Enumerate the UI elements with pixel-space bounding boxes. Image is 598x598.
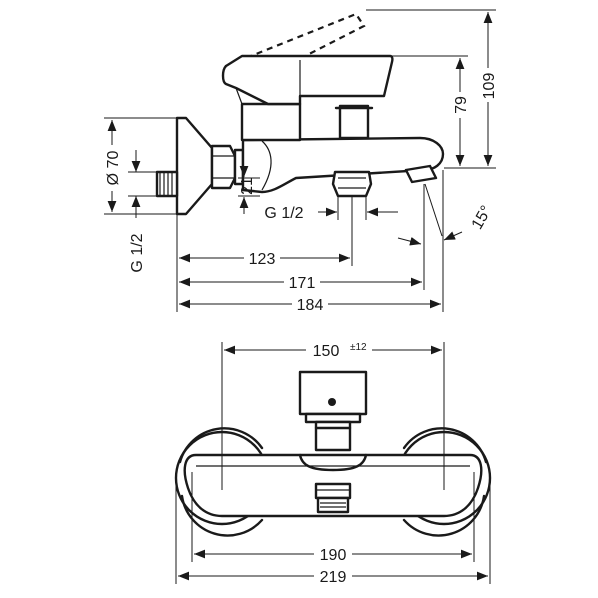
dim-190-label: 190 bbox=[320, 547, 347, 564]
aerator bbox=[404, 164, 438, 184]
dim-150-label: 150 bbox=[313, 343, 340, 360]
side-view bbox=[104, 9, 496, 312]
dim-angle-label: 15° bbox=[469, 203, 496, 232]
shower-outlet bbox=[331, 170, 373, 198]
wall-rosette bbox=[175, 116, 214, 216]
mixer-body bbox=[241, 136, 445, 194]
lever bbox=[221, 54, 394, 106]
dim-184-label: 184 bbox=[297, 297, 324, 314]
dim-g-half-left-label: G 1/2 bbox=[129, 233, 146, 272]
dim-123-label: 123 bbox=[249, 251, 276, 268]
dim-21-label: 21 bbox=[239, 177, 256, 195]
front-diverter bbox=[314, 420, 352, 452]
dim-171-label: 171 bbox=[289, 275, 316, 292]
thread-stub bbox=[155, 170, 179, 198]
dim-g-half-bottom-label: G 1/2 bbox=[264, 205, 303, 222]
front-lever bbox=[298, 370, 368, 416]
cartridge-column bbox=[240, 102, 302, 142]
dim-109-label: 109 bbox=[481, 73, 498, 100]
dim-79-label: 79 bbox=[453, 96, 470, 114]
front-view bbox=[174, 342, 492, 584]
dim-diameter-label: Ø 70 bbox=[105, 151, 122, 186]
lever-indicator bbox=[328, 398, 336, 406]
hex-nut bbox=[210, 144, 237, 190]
front-shower-outlet bbox=[314, 482, 352, 514]
diverter-knob bbox=[338, 104, 370, 140]
dim-150-tolerance: ±12 bbox=[350, 342, 367, 353]
dim-219-label: 219 bbox=[320, 569, 347, 586]
